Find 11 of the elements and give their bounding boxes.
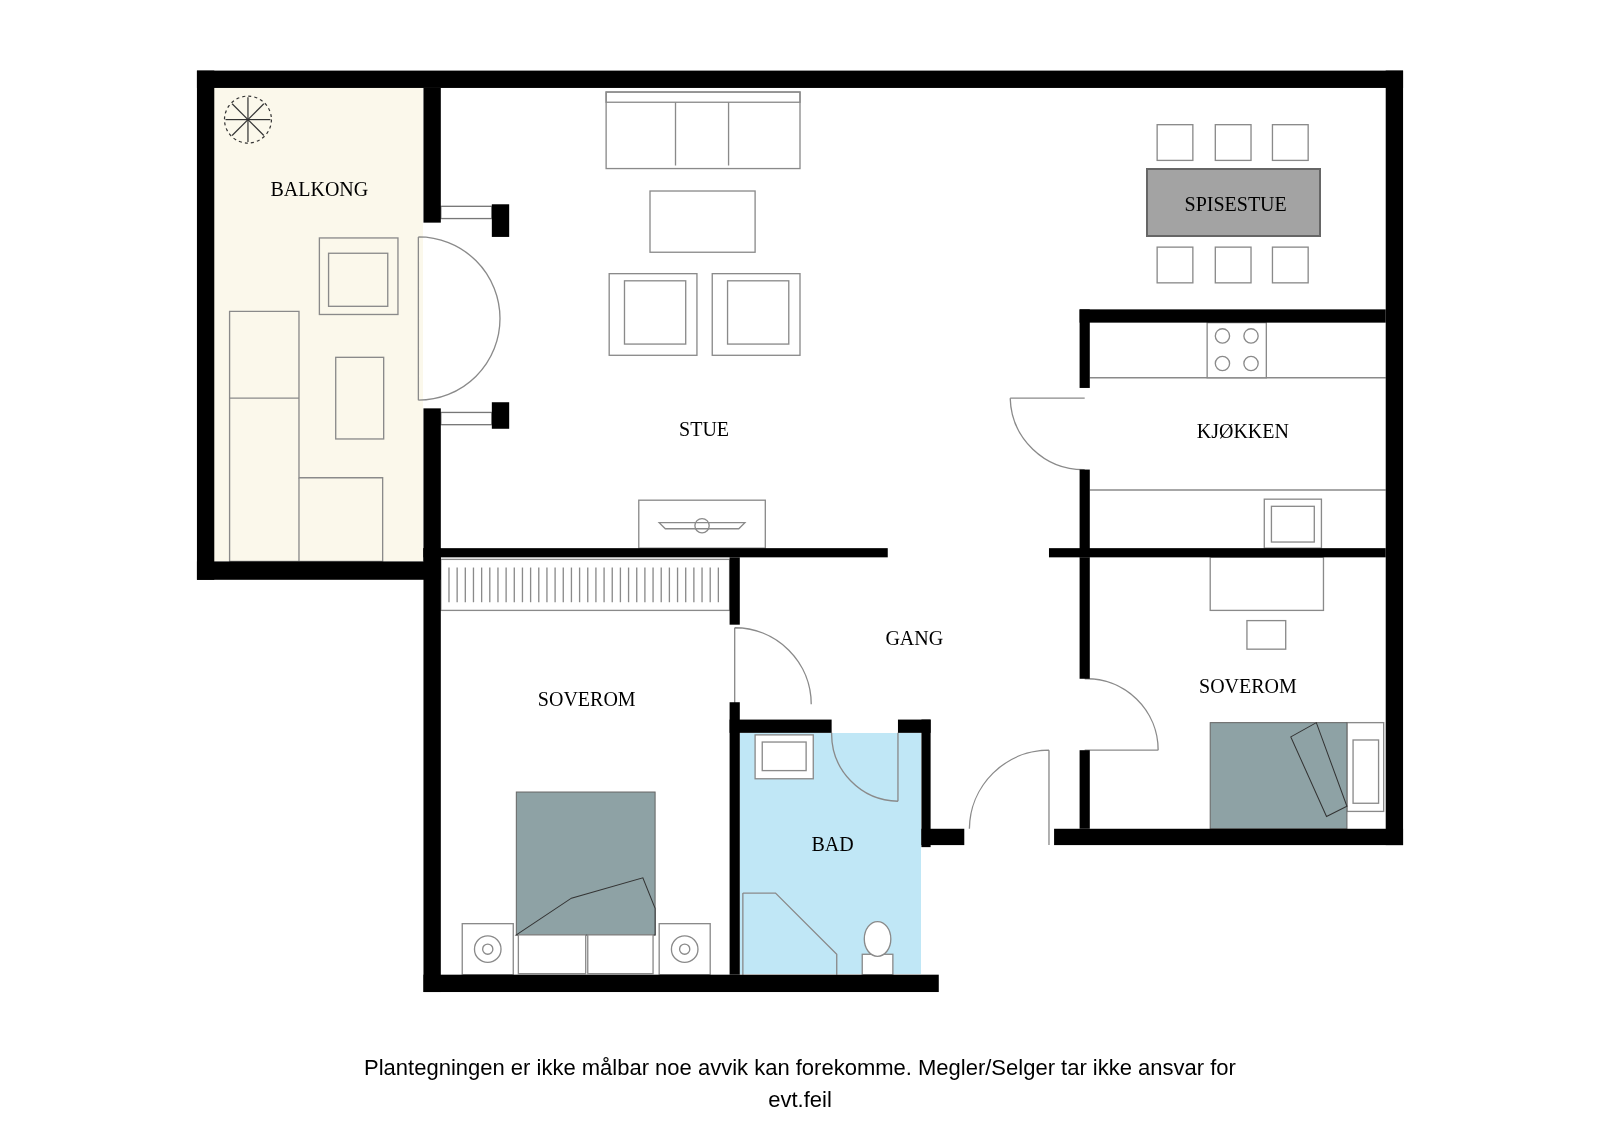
room-name: BALKONG — [270, 176, 369, 202]
room-name: KJØKKEN — [1196, 418, 1289, 444]
room-name: STUE — [679, 416, 730, 442]
room-name: BAD — [811, 831, 854, 857]
dining-table — [1145, 168, 1322, 237]
room-name: SOVEROM — [537, 686, 636, 712]
balcony-area — [214, 87, 424, 562]
disclaimer-caption: Plantegningen er ikke målbar noe avvik kan forekomme. Megler/Selger tar ikke ansvar for evt.feil — [363, 1054, 1237, 1114]
room-name: SOVEROM — [1199, 673, 1297, 699]
room-name: GANG — [885, 625, 944, 651]
room-name: SPISESTUE — [1184, 192, 1287, 218]
